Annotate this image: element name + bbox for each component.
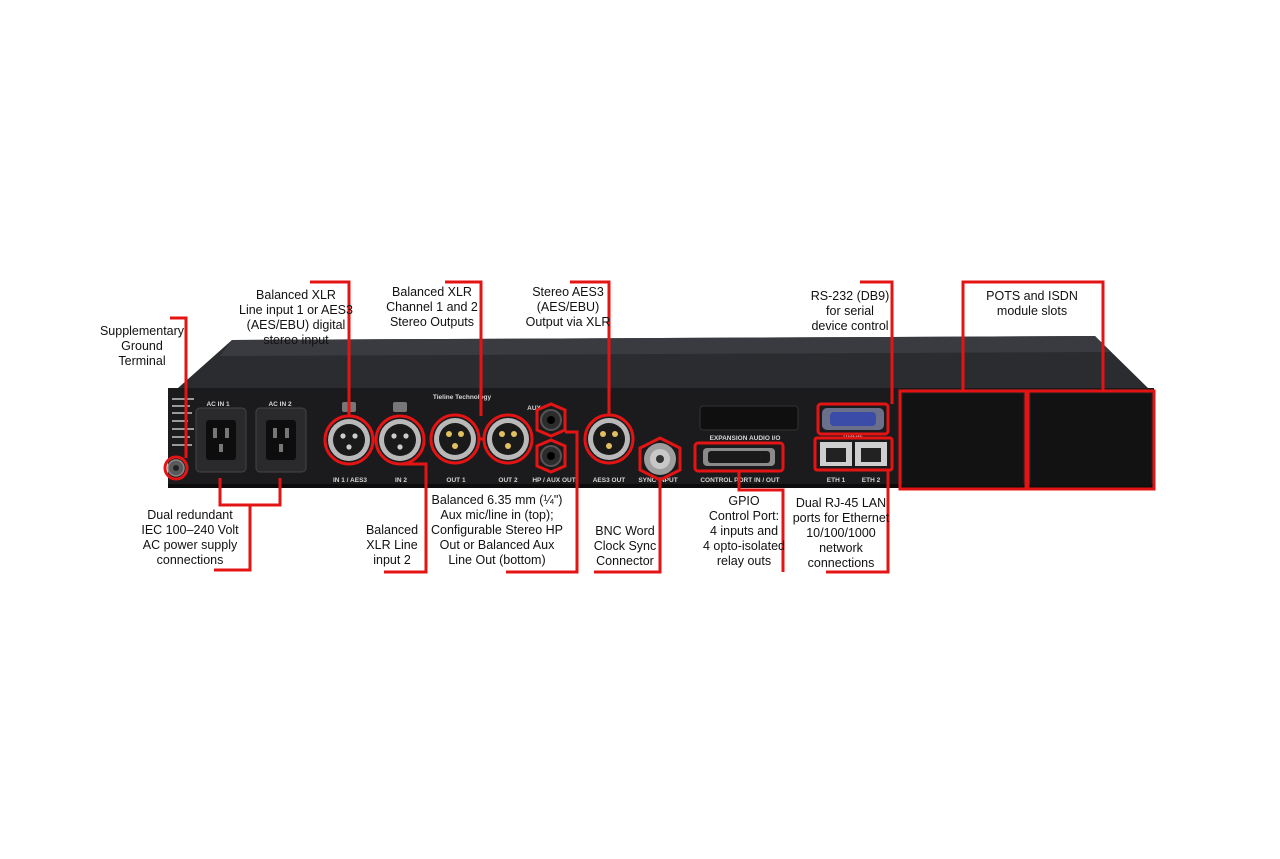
panel-label-aes3-out: AES3 OUT	[593, 477, 626, 484]
callout-line-xlr-out	[445, 280, 483, 416]
callout-ac-power: Dual redundant IEC 100–240 Volt AC power…	[141, 508, 239, 567]
panel-label-eth2: ETH 2	[862, 477, 881, 484]
callout-line-bnc	[594, 480, 662, 574]
callout-balanced-xlr-outputs: Balanced XLR Channel 1 and 2 Stereo Outp…	[386, 285, 478, 329]
callout-line-gpio	[737, 471, 774, 492]
callout-line-rs232	[860, 280, 894, 404]
xlr-output-1-icon	[434, 418, 476, 460]
highlight-hp-jack	[535, 438, 567, 474]
panel-label-ac-in-1: AC IN 1	[206, 401, 230, 408]
expansion-audio-cover-icon	[699, 405, 799, 431]
callout-line-rj45	[826, 470, 890, 574]
callout-line-xlr-in2	[384, 462, 428, 574]
highlight-xlr-in1	[323, 414, 375, 466]
callout-line-hp-aux	[506, 430, 579, 574]
callout-bnc-word-clock: BNC Word Clock Sync Connector	[593, 524, 657, 568]
aux-jack-top-icon	[540, 409, 562, 431]
panel-label-brand: Tieline Technology	[433, 394, 492, 401]
control-port-db15-icon	[703, 448, 775, 466]
highlight-module-slot-2	[1026, 389, 1156, 491]
callout-ground-terminal: Supplementary Ground Terminal	[99, 324, 185, 368]
callout-rs232: RS-232 (DB9) for serial device control	[810, 289, 890, 333]
panel-label-eth1: ETH 1	[827, 477, 846, 484]
callout-line-gpio-side	[774, 488, 785, 572]
panel-label-out2: OUT 2	[498, 477, 518, 484]
callout-aes3-output: Stereo AES3 (AES/EBU) Output via XLR	[525, 285, 611, 329]
rj45-eth2-icon	[855, 442, 887, 466]
callout-balanced-xlr-input-2: Balanced XLR Line input 2	[365, 523, 419, 567]
highlight-rs232	[816, 402, 890, 436]
panel-label-hp-aux-out: HP / AUX OUT	[532, 477, 575, 484]
highlight-aux-jack	[535, 402, 567, 438]
panel-label-expansion-audio: EXPANSION AUDIO I/O	[710, 435, 781, 442]
panel-label-in1-aes3: IN 1 / AES3	[333, 477, 367, 484]
xlr-input-1-icon	[328, 402, 370, 461]
callout-line-module-slots	[961, 280, 1105, 391]
callout-hp-aux-jacks: Balanced 6.35 mm (¼") Aux mic/line in (t…	[430, 493, 564, 567]
ac-inlet-2-icon	[255, 407, 307, 473]
chassis-top-highlight	[220, 336, 1110, 356]
callout-module-slots: POTS and ISDN module slots	[986, 289, 1078, 318]
xlr-output-2-icon	[487, 418, 529, 460]
hp-aux-jack-bottom-icon	[540, 445, 562, 467]
callout-line-ground	[170, 316, 188, 458]
callout-rj45-lan: Dual RJ-45 LAN ports for Ethernet 10/100…	[792, 496, 890, 570]
callout-balanced-xlr-input-1: Balanced XLR Line input 1 or AES3 (AES/E…	[239, 288, 353, 347]
rj45-eth1-icon	[820, 442, 852, 466]
panel-label-ac-in-2: AC IN 2	[268, 401, 292, 408]
module-slot-1	[903, 394, 1023, 486]
xlr-input-2-icon	[379, 402, 421, 461]
ac-inlet-1-icon	[195, 407, 247, 473]
ground-terminal-icon	[167, 459, 185, 477]
highlight-rj45	[813, 436, 894, 472]
callout-line-xlr-in1	[310, 280, 351, 417]
module-slot-2	[1031, 394, 1151, 486]
regulatory-print	[172, 398, 194, 446]
callout-line-aes3-out	[570, 280, 611, 415]
panel-label-in2: IN 2	[395, 477, 407, 484]
bnc-connector-icon	[644, 443, 676, 475]
panel-label-out1: OUT 1	[446, 477, 466, 484]
aes3-output-xlr-icon	[588, 418, 630, 460]
callout-line-ac-power-drop	[214, 505, 252, 572]
callout-gpio-control-port: GPIO Control Port: 4 inputs and 4 opto-i…	[702, 494, 785, 568]
highlight-ground	[163, 455, 189, 481]
panel-label-aux: AUX	[527, 405, 541, 412]
rs232-db9-icon	[822, 408, 884, 430]
